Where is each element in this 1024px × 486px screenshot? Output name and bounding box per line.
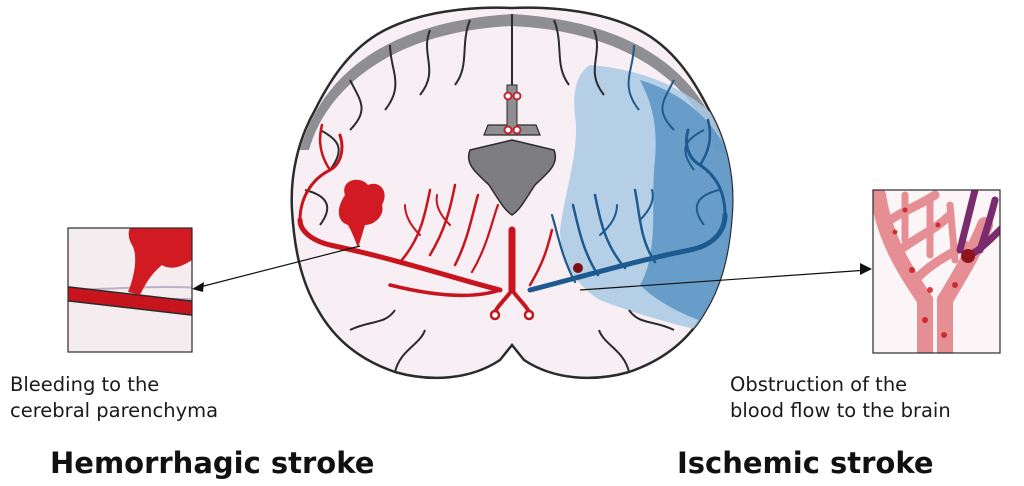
ischemic-caption-line2: blood flow to the brain: [730, 398, 951, 424]
artery-cross-section: [525, 311, 533, 319]
artery-cross-section: [491, 311, 499, 319]
vessel-cross-section: [505, 127, 512, 134]
arrowhead-left: [192, 282, 204, 292]
arrowhead-right: [860, 263, 872, 275]
hemorrhage-inset: [60, 226, 200, 352]
hemorrhagic-caption-line2: cerebral parenchyma: [10, 398, 218, 424]
vessel-cross-section: [514, 127, 521, 134]
clot: [573, 263, 583, 273]
hemorrhagic-caption-line1: Bleeding to the: [10, 372, 218, 398]
vessel-cross-section: [505, 93, 512, 100]
brain-coronal-section: [292, 8, 740, 378]
ischemic-caption-line1: Obstruction of the: [730, 372, 951, 398]
vessel-cross-section: [514, 93, 521, 100]
ischemic-caption: Obstruction of the blood flow to the bra…: [730, 372, 951, 424]
hemorrhagic-title: Hemorrhagic stroke: [50, 446, 374, 480]
ischemic-title: Ischemic stroke: [677, 446, 934, 480]
hemorrhagic-caption: Bleeding to the cerebral parenchyma: [10, 372, 218, 424]
ischemic-inset: [873, 190, 1005, 353]
